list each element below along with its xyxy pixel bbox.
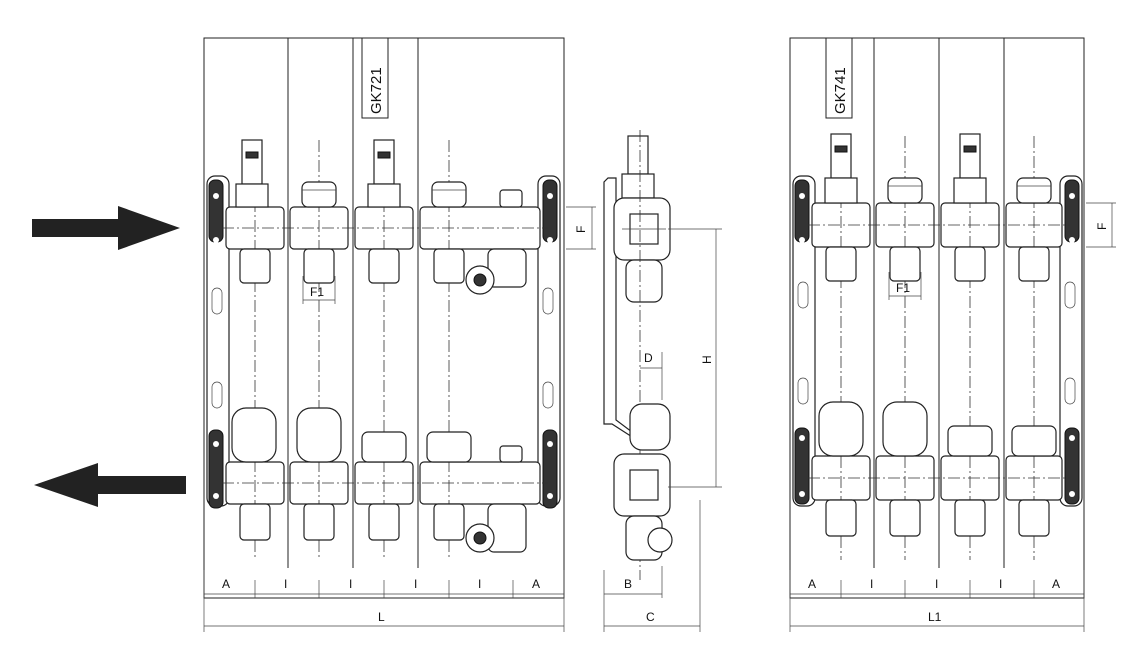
svg-text:F: F bbox=[574, 226, 588, 233]
model-label-left: GK721 bbox=[368, 67, 385, 114]
model-tag-box bbox=[361, 37, 389, 119]
svg-text:D: D bbox=[644, 351, 653, 365]
flow-meter-1 bbox=[824, 133, 858, 204]
actuator-cap-1 bbox=[818, 401, 864, 457]
dimension-f-left: F bbox=[566, 206, 596, 250]
dimension-f1-right: F1 bbox=[888, 272, 922, 300]
valve-cap-3 bbox=[361, 431, 407, 463]
dim-a: A bbox=[808, 577, 816, 591]
dim-i: I bbox=[284, 577, 287, 591]
dim-i: I bbox=[870, 577, 873, 591]
dim-l: L bbox=[378, 610, 385, 624]
dimension-f1-left: F1 bbox=[302, 276, 336, 304]
actuator-cap-2 bbox=[882, 401, 928, 457]
svg-text:B: B bbox=[624, 577, 632, 591]
valve-cap-4 bbox=[431, 181, 467, 208]
valve-cap-2 bbox=[887, 177, 923, 204]
return-flow-arrow bbox=[34, 463, 186, 507]
manifold-right: GK741 bbox=[789, 37, 1116, 632]
dim-a: A bbox=[1052, 577, 1060, 591]
flow-meter-3 bbox=[367, 139, 401, 208]
svg-text:F: F bbox=[1095, 223, 1109, 230]
dim-l1: L1 bbox=[928, 610, 942, 624]
return-bar bbox=[808, 455, 1070, 501]
valve-cap-4b bbox=[426, 431, 472, 463]
dim-i: I bbox=[935, 577, 938, 591]
supply-bar bbox=[222, 206, 548, 250]
valve-cap-4 bbox=[1016, 177, 1052, 204]
return-bar bbox=[222, 461, 548, 505]
fill-drain-valve-top bbox=[465, 248, 527, 295]
svg-text:F1: F1 bbox=[310, 285, 324, 299]
air-vent-bottom bbox=[499, 445, 523, 463]
svg-text:C: C bbox=[646, 610, 655, 624]
model-tag-box bbox=[825, 37, 853, 119]
dim-a: A bbox=[532, 577, 540, 591]
side-view: D H B C bbox=[603, 130, 722, 632]
dimension-d: D bbox=[640, 351, 663, 400]
mounting-bracket-left bbox=[206, 175, 230, 509]
mounting-bracket-right bbox=[1059, 175, 1083, 507]
mounting-bracket-left bbox=[792, 175, 816, 507]
flow-meter-1 bbox=[235, 139, 269, 208]
flow-meter-3 bbox=[953, 133, 987, 204]
dim-i: I bbox=[349, 577, 352, 591]
model-label-right: GK741 bbox=[832, 67, 849, 114]
supply-flow-arrow bbox=[32, 206, 180, 250]
actuator-cap-2 bbox=[296, 407, 342, 463]
svg-text:F1: F1 bbox=[896, 281, 910, 295]
valve-cap-3 bbox=[947, 425, 993, 457]
actuator-cap-1 bbox=[231, 407, 277, 463]
side-actuator bbox=[629, 403, 671, 451]
side-flow-meter bbox=[627, 135, 649, 175]
dim-i: I bbox=[999, 577, 1002, 591]
dimension-h: H bbox=[668, 228, 722, 488]
dim-i: I bbox=[414, 577, 417, 591]
fill-drain-valve-bottom bbox=[465, 503, 527, 553]
dim-a: A bbox=[222, 577, 230, 591]
dim-i: I bbox=[478, 577, 481, 591]
mounting-bracket-right bbox=[537, 175, 561, 509]
air-vent-top bbox=[499, 189, 523, 208]
valve-cap-4b bbox=[1011, 425, 1057, 457]
dimension-b-c: B C bbox=[603, 500, 701, 632]
dimension-chain-left: A I I I I A L bbox=[203, 570, 565, 632]
manifold-left: GK721 bbox=[203, 37, 596, 632]
valve-cap-2 bbox=[301, 181, 337, 208]
svg-text:H: H bbox=[700, 355, 714, 364]
dimension-chain-right: A I I I A L1 bbox=[789, 570, 1085, 632]
dimension-f-right: F bbox=[1086, 202, 1116, 248]
